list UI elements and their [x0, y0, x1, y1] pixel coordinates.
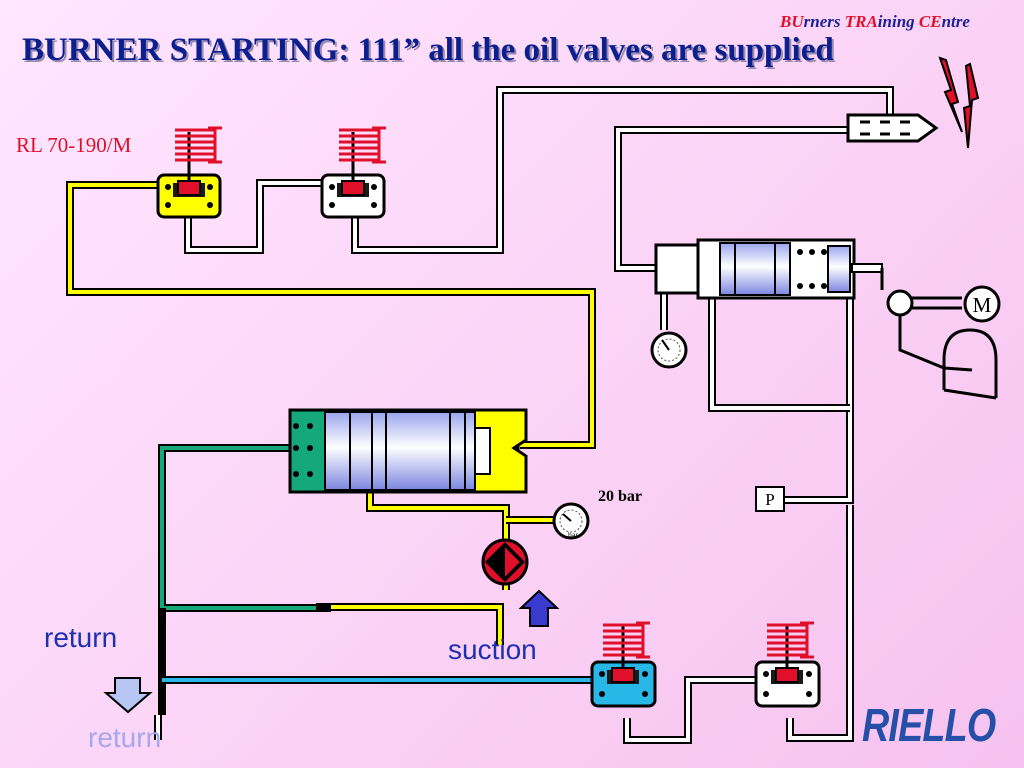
solenoid-valve-4 — [754, 621, 821, 708]
pump-regulating-valve — [288, 408, 528, 494]
gear-pump-icon — [481, 538, 529, 586]
brand-part: ining — [877, 12, 919, 31]
brand-part: TRA — [844, 12, 878, 31]
solenoid-valve-1 — [156, 126, 222, 219]
suction-arrow-icon — [518, 589, 560, 627]
pipe-upper-yellow — [66, 181, 596, 449]
brand-part: CE — [918, 12, 942, 31]
pressure-gauge-icon — [650, 331, 688, 369]
pump-pressure-gauge-icon: bar — [552, 502, 590, 540]
pressure-switch: P — [755, 486, 785, 512]
slide-title: BURNER STARTING: 111” all the oil valves… — [22, 32, 834, 68]
ignition-electrode-icon — [938, 56, 980, 149]
brand-part: rners — [803, 12, 845, 31]
solenoid-valve-3 — [590, 621, 657, 708]
pipe-return-blue — [158, 608, 596, 715]
brand-caption: BUrners TRAining CEntre — [780, 12, 970, 32]
return-arrow-icon — [103, 677, 153, 714]
motor-label: M — [973, 293, 992, 317]
return-label-secondary: return — [88, 722, 162, 753]
solenoid-valve-2 — [320, 126, 386, 219]
pressure-switch-label: P — [765, 490, 774, 509]
return-label: return — [44, 622, 118, 653]
brand-part: BU — [780, 12, 804, 31]
nozzle-assembly — [846, 113, 939, 143]
pump-pressure-label: 20 bar — [598, 488, 642, 505]
gauge-unit-label: bar — [568, 532, 578, 539]
suction-label: suction — [448, 634, 537, 665]
brand-part: ntre — [941, 12, 970, 31]
model-label: RL 70-190/M — [16, 133, 132, 157]
air-servomotor: M — [886, 285, 1001, 400]
riello-logo: RIELLO — [862, 699, 996, 751]
pipe-valve-connector — [184, 86, 894, 272]
pipe-lower-white — [154, 260, 854, 744]
pipe-return-green — [158, 444, 331, 612]
air-damper-cylinder — [654, 238, 884, 300]
